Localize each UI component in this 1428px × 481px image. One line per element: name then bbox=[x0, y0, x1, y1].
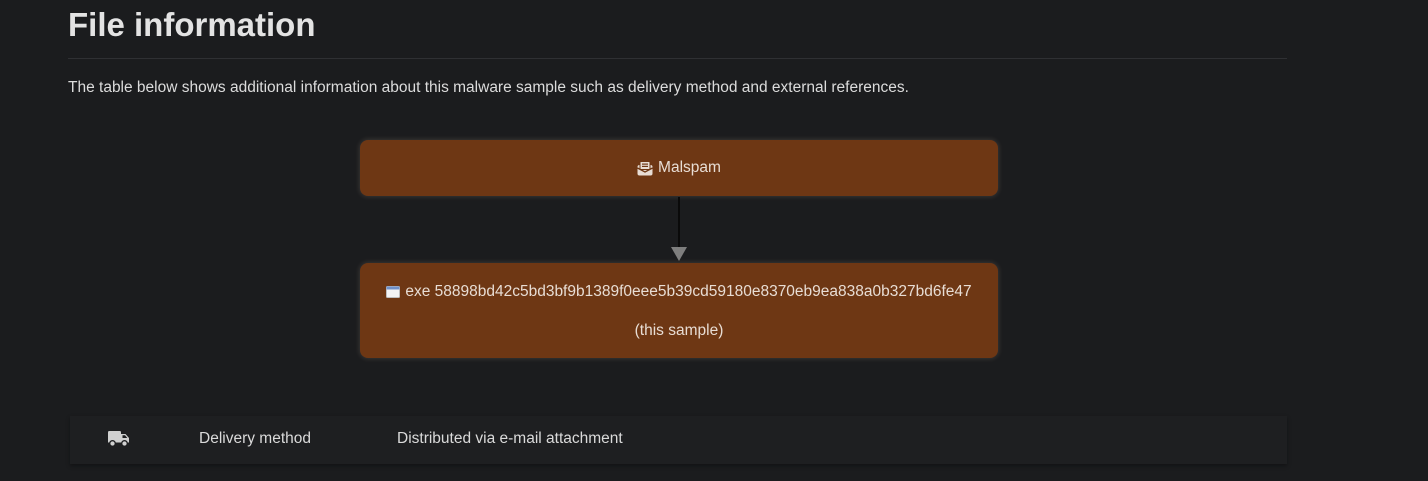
window-icon bbox=[386, 286, 401, 298]
delivery-method-value: Distributed via e-mail attachment bbox=[397, 430, 623, 447]
sample-node-header: exe 58898bd42c5bd3bf9b1389f0eee5b39cd591… bbox=[360, 282, 998, 302]
flow-connector-line bbox=[678, 197, 680, 247]
title-divider bbox=[68, 58, 1287, 59]
page-title: File information bbox=[68, 6, 316, 43]
delivery-source-node: Malspam bbox=[360, 140, 998, 196]
section-intro: The table below shows additional informa… bbox=[68, 79, 909, 96]
delivery-source-label: Malspam bbox=[658, 159, 721, 176]
sample-node: exe 58898bd42c5bd3bf9b1389f0eee5b39cd591… bbox=[360, 263, 998, 358]
table-row: Delivery method Distributed via e-mail a… bbox=[70, 416, 1287, 464]
envelope-open-icon bbox=[637, 160, 653, 175]
flow-arrow-icon bbox=[671, 247, 687, 261]
sample-node-sublabel: (this sample) bbox=[634, 322, 724, 339]
truck-icon bbox=[108, 431, 129, 447]
delivery-method-label: Delivery method bbox=[199, 430, 311, 447]
sample-node-label: exe 58898bd42c5bd3bf9b1389f0eee5b39cd591… bbox=[405, 283, 972, 300]
